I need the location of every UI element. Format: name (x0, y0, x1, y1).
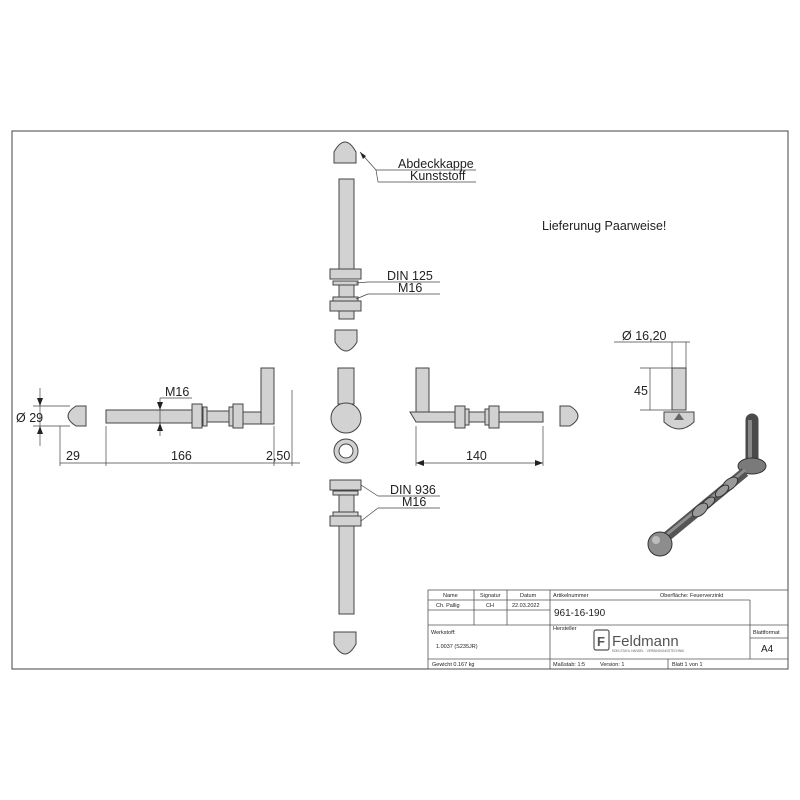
tb-gewicht: Gewicht 0.167 kg (432, 662, 475, 668)
title-block-frame (427, 589, 789, 670)
pin-detail-view (663, 367, 695, 430)
tb-massstab: Maßstab: 1:5 (553, 662, 585, 668)
dim-length-250: 2,50 (266, 449, 290, 463)
iso-cap (647, 531, 673, 557)
left-pin (260, 367, 275, 425)
feldmann-logo-text: Feldmann (612, 633, 679, 650)
isometric-view (647, 413, 767, 557)
detail-eye (663, 411, 695, 430)
exploded-view-vertical (329, 141, 362, 655)
tb-header-datum: Datum (520, 593, 537, 599)
detail-pin (671, 367, 687, 411)
dim-length-140: 140 (466, 449, 487, 463)
dim-length-29: 29 (66, 449, 80, 463)
hinge-pin (337, 367, 355, 405)
feldmann-logo-mark (593, 629, 610, 651)
bolt-round-end (334, 329, 358, 352)
tb-artikel-value: 961-16-190 (554, 608, 606, 619)
note-din936-line2: M16 (402, 495, 426, 509)
nut-lower (329, 479, 362, 491)
feldmann-logo-letter: F (597, 634, 605, 649)
right-washer-2 (484, 408, 490, 426)
note-cap-line1: Abdeckkappe (398, 157, 474, 171)
tb-artikel-label: Artikelnummer (553, 593, 589, 599)
left-cap (67, 405, 87, 427)
nut-lower-2 (329, 515, 362, 527)
detail-eye-hole (674, 413, 684, 420)
tb-blatt: Blatt 1 von 1 (672, 662, 703, 668)
drawing-frame (11, 130, 789, 670)
tb-header-signatur: Signatur (480, 593, 501, 599)
nut-upper (329, 268, 362, 280)
iso-washer-1 (714, 484, 730, 498)
ring-inner (338, 443, 354, 459)
tb-blattformat-value: A4 (761, 644, 774, 655)
top-cap (333, 141, 357, 164)
left-washer-1 (202, 406, 208, 427)
left-nut-1 (191, 403, 203, 429)
rod-upper (338, 178, 355, 276)
washer-lower (332, 490, 359, 496)
dim-diameter-29: Ø 29 (16, 411, 43, 425)
tb-version: Version: 1 (600, 662, 624, 668)
note-cap-line2: Kunststoff (410, 169, 466, 183)
right-washer-1 (464, 408, 470, 426)
dim-height-45: 45 (634, 384, 648, 398)
tb-hersteller-label: Hersteller (553, 626, 577, 632)
note-din936-line1: DIN 936 (390, 483, 436, 497)
dim-thread-m16-left: M16 (165, 385, 189, 399)
left-nut-2 (232, 403, 244, 429)
note-din125-line2: M16 (398, 281, 422, 295)
right-rod (498, 411, 544, 423)
hinge-eye (330, 402, 362, 434)
rod-lower-a (338, 494, 355, 513)
dim-diameter-1620: Ø 16,20 (622, 329, 667, 343)
tb-werkstoff-label: Werkstoff: (431, 630, 456, 636)
tb-signatur-value: CH (486, 603, 494, 609)
tb-blattformat-label: Blattformat (753, 630, 780, 636)
right-pin (415, 367, 430, 415)
tb-header-name: Name (443, 593, 458, 599)
rod-short (338, 310, 355, 320)
note-din125-line1: DIN 125 (387, 269, 433, 283)
feldmann-logo-tagline: EDELSTAHL HANDEL · VERBINDUNGSTECHNIK (612, 649, 685, 653)
left-washer-2 (228, 406, 234, 427)
right-bend (409, 411, 456, 423)
tb-oberflaeche: Oberfläche: Feuerverzinkt (660, 593, 724, 599)
tb-datum-value: 22.03.2022 (512, 603, 540, 609)
left-rod (105, 409, 193, 424)
tb-name-value: Ch. Pallig (436, 603, 460, 609)
right-nut-1 (454, 405, 466, 429)
delivery-note: Lieferunug Paarweise! (542, 219, 666, 233)
right-cap (559, 405, 579, 427)
right-nut-2 (488, 405, 500, 429)
washer-lower-2 (332, 511, 359, 517)
assembly-side-view-left (67, 367, 275, 429)
washer-upper (332, 280, 359, 286)
tb-werkstoff-value: 1.0037 (S235JR) (436, 644, 478, 650)
left-rod-mid (206, 410, 230, 423)
bottom-cap (333, 631, 357, 655)
right-rod-mid (468, 411, 486, 423)
title-block: Name Signatur Datum Ch. Pallig CH 22.03.… (427, 589, 789, 670)
assembly-side-view-right (409, 367, 579, 429)
washer-upper-2 (332, 296, 359, 302)
nut-upper-2 (329, 300, 362, 312)
dim-length-166: 166 (171, 449, 192, 463)
iso-nut-2 (691, 502, 709, 518)
rod-mid (338, 284, 355, 298)
rod-lower (338, 525, 355, 615)
